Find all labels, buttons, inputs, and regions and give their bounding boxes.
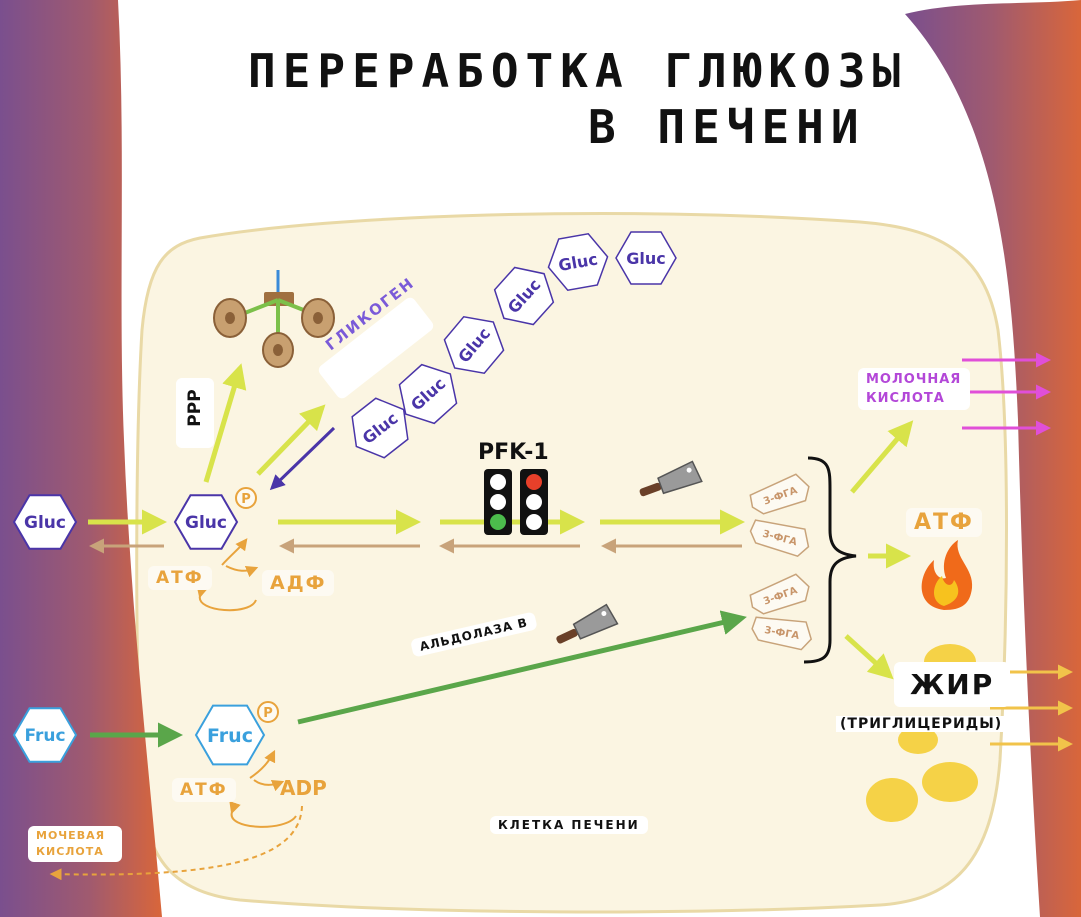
ppp-label-bg	[176, 378, 214, 448]
glycogen-unit-hex: Gluc	[615, 231, 677, 285]
glycogen-unit-hex: Gluc	[398, 363, 458, 425]
fructose-phosphate-hex-label: Fruc	[207, 725, 253, 747]
fructose-blood-hex: Fruc	[12, 707, 78, 763]
phosphate-icon: P	[235, 487, 257, 509]
pga-brace	[803, 456, 857, 664]
atp-output-label: АТФ	[906, 508, 982, 537]
atp-label-fructose: АТФ	[172, 778, 236, 802]
uric-acid-arrow	[49, 805, 303, 881]
glycogen-unit-hex-label: Gluc	[626, 249, 666, 268]
right-blood-vessel	[905, 0, 1081, 917]
glucose-phosphate-hex-label: Gluc	[185, 513, 227, 533]
fire-icon	[921, 540, 973, 610]
pga-badge: 3-ФГА	[749, 473, 810, 515]
fat-label: ЖИР	[894, 662, 1011, 707]
traffic-light-icon	[484, 469, 548, 535]
fructose-phosphate-hex: Fruc	[194, 704, 266, 766]
glucose-atp-cycle	[196, 585, 257, 612]
phosphate-icon: P	[257, 701, 279, 723]
svg-text:P: P	[241, 492, 251, 507]
cleaver-icon	[556, 603, 619, 644]
glucose-blood-hex-label: Gluc	[24, 513, 66, 533]
adp-label-fructose: ADP	[280, 776, 327, 800]
svg-text:P: P	[263, 706, 273, 721]
ppp-wheel-icon	[213, 270, 335, 368]
cell-label: КЛЕТКА ПЕЧЕНИ	[490, 816, 648, 834]
fat-arrow	[844, 634, 894, 680]
glycogen-synthesis-arrow	[256, 404, 326, 476]
atp-label-glucose: АТФ	[148, 566, 212, 590]
glycogenolysis-arrow	[269, 426, 336, 491]
pga-badge: 3-ФГА	[749, 519, 810, 558]
aldolase-arrow	[297, 610, 747, 725]
ppp-label: PPP	[185, 389, 205, 427]
glycogen-unit-hex: Gluc	[493, 266, 555, 326]
lactic-acid-label: МОЛОЧНАЯ КИСЛОТА	[858, 368, 970, 410]
ppp-arrow	[203, 363, 247, 483]
title-line2: В ПЕЧЕНИ	[588, 100, 866, 154]
pga-badge: 3-ФГА	[751, 616, 813, 651]
lactic-arrow	[850, 420, 914, 494]
fructose-blood-hex-label: Fruc	[24, 726, 65, 746]
title-line1: ПЕРЕРАБОТКА ГЛЮКОЗЫ	[248, 44, 908, 98]
pga-badge: 3-ФГА	[749, 573, 810, 615]
glycogen-unit-hex: Gluc	[351, 397, 409, 459]
adp-label-glucose: АДФ	[262, 570, 335, 596]
cleaver-icon	[639, 460, 703, 497]
uric-acid-label: МОЧЕВАЯ КИСЛОТА	[28, 826, 122, 862]
triglycerides-label: (ТРИГЛИЦЕРИДЫ)	[836, 716, 1007, 732]
glycogen-unit-hex: Gluc	[547, 232, 609, 292]
glycogen-unit-hex: Gluc	[443, 315, 505, 375]
glucose-phosphate-hex: Gluc	[173, 494, 239, 550]
fructose-atp-cycle	[229, 801, 297, 828]
glucose-blood-hex: Gluc	[12, 494, 78, 550]
pfk-label: PFK-1	[478, 440, 549, 465]
left-blood-vessel	[0, 0, 162, 917]
